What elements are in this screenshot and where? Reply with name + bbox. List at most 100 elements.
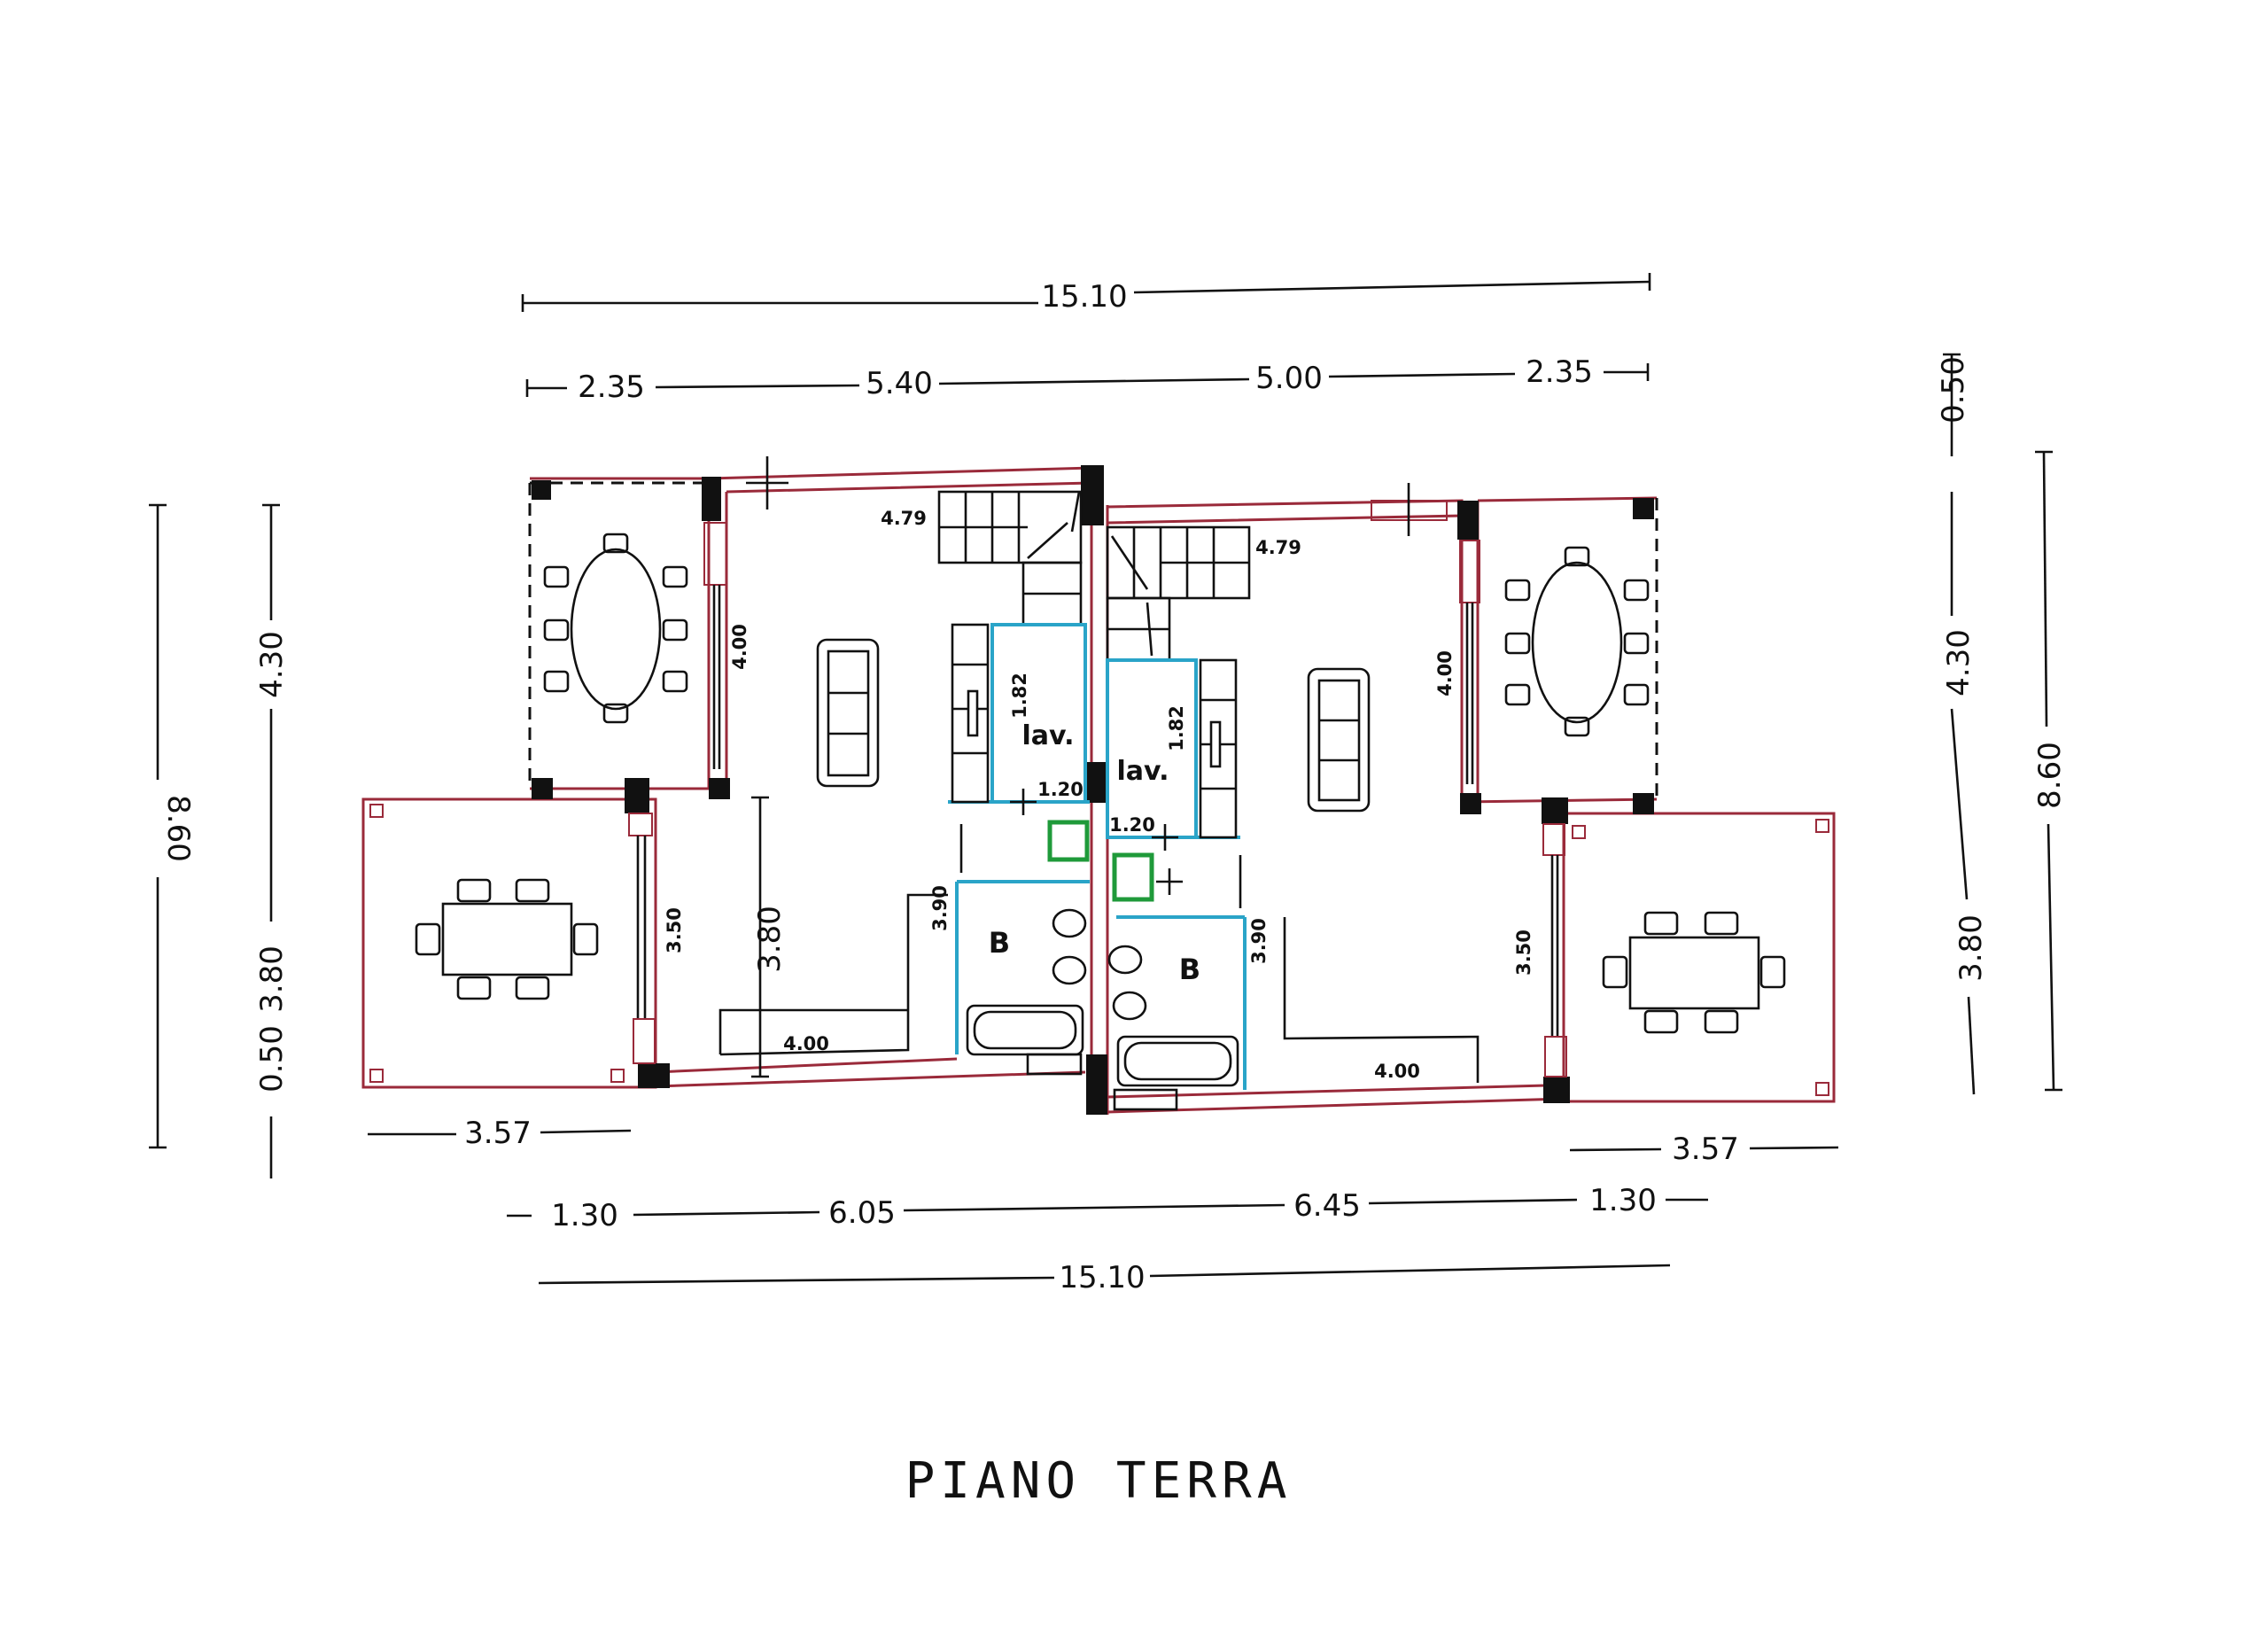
chair: [1623, 579, 1650, 602]
dim-line-terrace-r-b: [1749, 1146, 1839, 1150]
staircase-right: [1106, 525, 1251, 662]
window: [703, 522, 727, 586]
chair: [456, 878, 492, 903]
pillar-open: [1815, 819, 1829, 833]
dim-right-lower: 3.80: [1953, 914, 1989, 982]
chair: [1623, 683, 1650, 706]
dim-line-top-ab: [655, 384, 860, 389]
chair: [602, 533, 629, 554]
pillar: [1633, 793, 1654, 814]
dim-terrace-inner-left: 3.50: [664, 907, 685, 953]
dim-left-lower: 3.80: [254, 945, 290, 1013]
window: [1459, 540, 1480, 603]
dim-porch-left: 4.00: [729, 624, 750, 670]
toilet-right-icon: [1107, 945, 1143, 975]
chair: [515, 976, 550, 1000]
wall-right-porch-top: [1477, 496, 1658, 502]
dim-line-terrace-l-b: [540, 1129, 632, 1134]
room-bath-left: B: [989, 926, 1010, 960]
dim-living-left: 3.80: [752, 906, 788, 973]
wall-right-bottom: [1107, 1097, 1565, 1114]
pillar: [532, 480, 551, 500]
dim-top-total: 15.10: [1041, 279, 1127, 315]
stair-arrow: [1110, 535, 1149, 590]
table-top: [1628, 936, 1760, 1010]
chair: [1602, 955, 1628, 989]
stair-arrow: [1146, 602, 1153, 657]
dim-terrace-left: 3.57: [464, 1116, 532, 1151]
dim-line-top-bc: [938, 377, 1250, 385]
toilet-left-icon: [1052, 908, 1087, 938]
dim-line-right-total-a: [2042, 451, 2048, 727]
windows: [628, 456, 1567, 1077]
dim-top-c: 5.00: [1255, 361, 1323, 396]
chair: [662, 618, 688, 642]
bathtub-right-inner: [1123, 1041, 1232, 1081]
dim-lav-right-w: 1.20: [1109, 814, 1155, 836]
dim-wall-left: 4.00: [783, 1033, 829, 1054]
counter-left: [719, 893, 948, 1056]
pillar-open: [369, 1069, 384, 1083]
step: [1026, 1053, 1083, 1076]
sofa-right-icon: [1307, 667, 1371, 813]
dim-bottom-a: 1.30: [551, 1198, 618, 1233]
pillar-open: [610, 1069, 625, 1083]
sofa-frame: [816, 638, 880, 788]
pillar-open: [1572, 825, 1586, 839]
pillar: [1543, 1077, 1570, 1103]
chair: [515, 878, 550, 903]
dim-stair-left: 4.79: [881, 508, 927, 529]
dim-right-total: 8.60: [2032, 742, 2068, 809]
chair: [602, 703, 629, 724]
oval-table-left-icon: [543, 533, 688, 724]
table-top: [570, 548, 662, 711]
pillar: [625, 778, 649, 813]
dim-lav-left-w: 1.20: [1037, 779, 1084, 800]
wall-left-bottom: [655, 1057, 958, 1074]
counters: [718, 893, 1480, 1083]
pillar-open: [369, 804, 384, 818]
dim-line-bottom-bc: [903, 1203, 1285, 1212]
sink-right-icon: [1112, 852, 1154, 902]
chair: [1759, 955, 1786, 989]
dim-top-a: 2.35: [578, 369, 645, 405]
sofa-seat: [1317, 679, 1361, 802]
chair: [1704, 911, 1739, 936]
bathroom-fixtures: [966, 908, 1239, 1111]
service-partitions: [948, 623, 1247, 1090]
bidet-right-icon: [1112, 991, 1147, 1021]
dimension-lines: [149, 273, 2062, 1285]
dim-bath-right: 3.90: [1248, 918, 1270, 964]
window: [628, 813, 653, 836]
dim-line-bottom-total-r: [1149, 1264, 1671, 1278]
dimension-labels: 15.10 2.35 5.40 5.00 2.35 1.30 6.05 6.45…: [160, 279, 2068, 1295]
inner-dimension-lines: [751, 796, 769, 1078]
chair: [662, 670, 688, 693]
room-laundry-right: lav.: [1116, 756, 1169, 787]
sofa-left-icon: [816, 638, 880, 788]
dim-bottom-b: 6.05: [828, 1195, 896, 1231]
stair-arrow: [1070, 491, 1081, 533]
dim-line-right-upper-b: [1950, 708, 1969, 900]
dim-lav-left-h: 1.82: [1009, 673, 1030, 719]
sink-left-icon: [1047, 820, 1090, 862]
dim-line-right-lower: [1967, 996, 1976, 1095]
room-laundry-left: lav.: [1021, 720, 1074, 751]
chair: [543, 565, 570, 588]
dim-top-b: 5.40: [866, 366, 933, 401]
pillar: [1633, 498, 1654, 519]
dim-line-top-cd: [1328, 372, 1516, 378]
counter-line: [1249, 1038, 1478, 1081]
dim-left-upper: 4.30: [254, 631, 290, 698]
chair: [456, 976, 492, 1000]
dim-right-upper: 4.30: [1941, 629, 1977, 696]
dim-line-bottom-ab: [633, 1210, 820, 1217]
chair: [1643, 1009, 1679, 1034]
dim-line-right-total-b: [2047, 823, 2055, 1091]
chair: [415, 922, 441, 956]
wall-left-bottom-2: [655, 1070, 1086, 1088]
drawing-title: PIANO TERRA: [905, 1452, 1293, 1510]
pillar-open: [1815, 1082, 1829, 1096]
pillars: [369, 465, 1829, 1115]
